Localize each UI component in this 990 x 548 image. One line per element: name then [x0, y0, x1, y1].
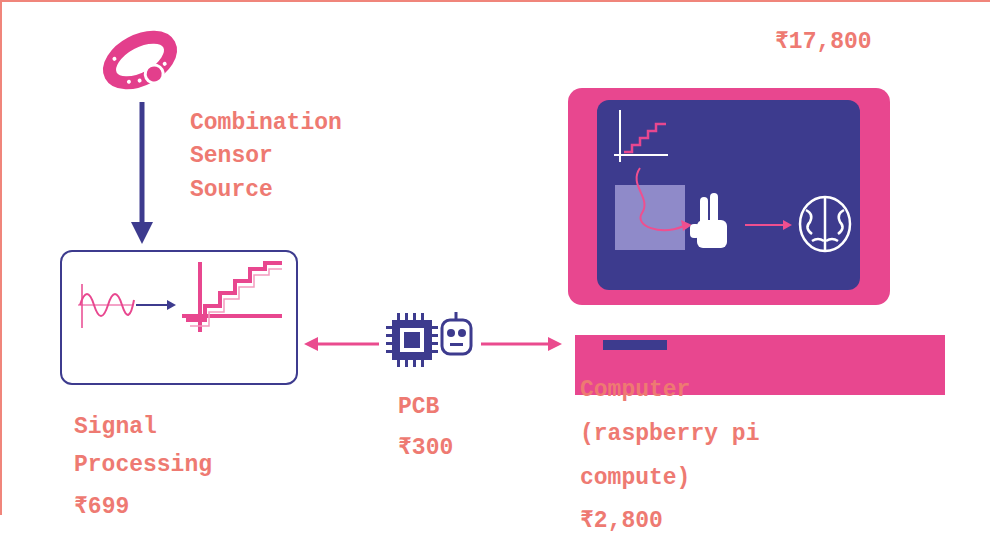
axis — [182, 314, 282, 318]
robot-head — [442, 320, 471, 354]
frame-line — [0, 0, 2, 515]
hand-thumb — [690, 224, 700, 238]
signal-icon — [78, 262, 282, 332]
staircase — [624, 124, 666, 152]
chip-pin — [405, 313, 408, 320]
band-dot — [112, 56, 117, 61]
flow-arrow — [136, 304, 168, 306]
chip-pin — [421, 313, 424, 320]
chip-pin — [432, 342, 438, 345]
wristband-icon — [102, 28, 182, 100]
brain-fold — [838, 210, 844, 234]
chip-body — [392, 320, 432, 360]
price-text: ₹300 — [398, 431, 462, 466]
axis — [81, 284, 83, 328]
process-box: Signal Processing₹699 — [60, 250, 298, 385]
sensor-source: Combination Sensor Source — [100, 24, 184, 96]
connector-arrow — [318, 343, 379, 346]
computer-icon — [568, 88, 945, 395]
text-group: Combination Sensor Source — [190, 107, 286, 207]
connector-arrow — [140, 102, 145, 222]
screen — [597, 100, 860, 290]
node-title: Signal Processing — [74, 409, 170, 485]
brain-fold — [806, 210, 812, 234]
band-dot — [162, 61, 167, 66]
hand-finger — [710, 193, 718, 225]
monitor — [568, 88, 890, 305]
chip-pin — [432, 350, 438, 353]
price-text: ₹699 — [74, 489, 170, 527]
flow-arrowhead — [167, 300, 176, 310]
data-square — [615, 185, 685, 250]
staircase-shadow — [190, 269, 282, 326]
pcb-node: PCB₹300 — [385, 312, 475, 376]
staircase — [186, 263, 282, 320]
chip-pin — [397, 360, 400, 367]
text-group: PCB ₹300 — [398, 390, 462, 465]
axis — [78, 305, 132, 306]
chip-pin — [413, 360, 416, 367]
band-dot — [137, 78, 142, 83]
robot-mouth — [450, 343, 463, 346]
flow-arrow — [745, 224, 784, 226]
chip-pin — [386, 350, 392, 353]
frame-line — [0, 0, 990, 2]
chip-pin — [432, 326, 438, 329]
band-clasp — [142, 62, 166, 86]
text-group: Signal Processing ₹699 — [74, 409, 170, 527]
sine-wave — [80, 294, 134, 316]
robot-eye — [458, 329, 466, 337]
connector-arrow — [481, 343, 548, 346]
band — [102, 28, 178, 93]
node-title: PCB — [398, 390, 462, 425]
axis — [614, 154, 668, 156]
chip-pin — [405, 360, 408, 367]
brain-fold — [812, 239, 824, 241]
chip-pin — [432, 334, 438, 337]
chip-pin — [386, 334, 392, 337]
pcb-icon — [386, 312, 471, 367]
band-dot — [126, 79, 131, 84]
brain-midline — [824, 198, 827, 251]
node-title: Combination Sensor Source — [190, 107, 286, 207]
chip-pin — [413, 313, 416, 320]
hand-finger — [700, 197, 708, 227]
computer-node: Computer (raspberry pi compute) ₹2,800 — [568, 88, 945, 395]
chip-core — [404, 332, 420, 348]
chip-pin — [386, 326, 392, 329]
node-title: Computer (raspberry pi compute) ₹2,800 — [580, 369, 772, 544]
robot-eye — [447, 329, 455, 337]
brain-fold — [826, 239, 838, 241]
drive-slot — [603, 340, 667, 350]
text-group: Computer (raspberry pi compute) ₹2,800 — [580, 369, 772, 544]
chip-inner — [400, 328, 424, 352]
chip-pin — [397, 313, 400, 320]
signal-squiggle — [637, 168, 684, 230]
total-price: ₹17,800 — [775, 27, 872, 55]
chip-pin — [421, 360, 424, 367]
brain-outline — [800, 197, 850, 251]
brain-icon — [800, 197, 850, 251]
flow-arrowhead — [783, 220, 792, 230]
chip-pin — [386, 342, 392, 345]
